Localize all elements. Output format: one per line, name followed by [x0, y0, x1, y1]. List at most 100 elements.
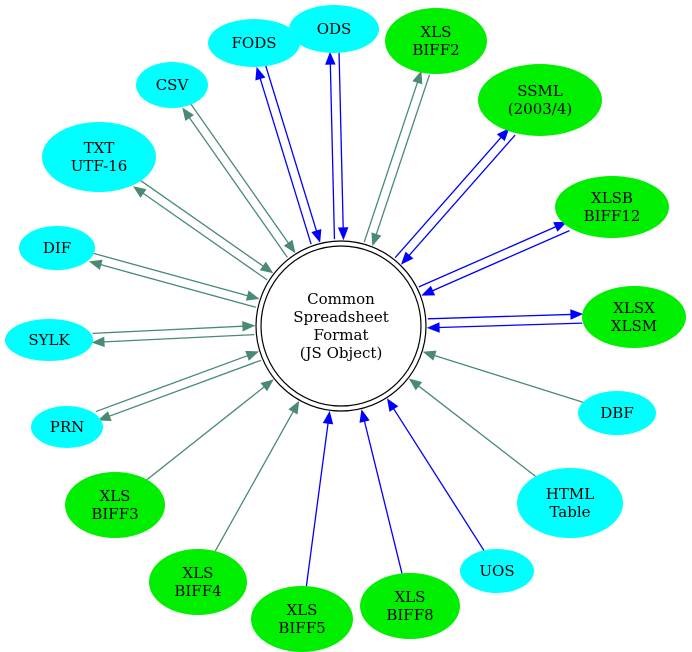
- edge-xls-biff3-to-center: [146, 379, 274, 481]
- edge-txt-utf16-to-center-line: [138, 179, 264, 267]
- edge-xls-biff5-to-center-arrowhead: [322, 410, 334, 425]
- node-prn-label-line: PRN: [50, 418, 85, 436]
- edge-xls-biff8-to-center-arrowhead: [359, 409, 370, 423]
- edge-uos-to-center-arrowhead: [387, 398, 399, 412]
- node-uos-label-line: UOS: [479, 562, 514, 580]
- node-ods-shape: [289, 5, 379, 53]
- node-sylk-shape: [5, 319, 93, 361]
- edge-center-to-ods: [325, 51, 336, 240]
- edge-dif-to-center-line: [92, 252, 248, 297]
- edge-center-to-xls-biff2-arrowhead: [412, 70, 423, 85]
- node-sylk: SYLK: [5, 319, 93, 361]
- edge-center-to-sylk-line: [103, 334, 255, 343]
- node-xls-biff4-shape: [149, 549, 247, 615]
- edge-xls-biff3-to-center-line: [146, 386, 265, 481]
- edge-xls-biff2-to-center: [371, 74, 431, 247]
- node-uos: UOS: [460, 549, 534, 593]
- node-ssml: SSML(2003/4): [478, 64, 602, 136]
- edge-ods-to-center-arrowhead: [337, 227, 349, 241]
- edge-center-to-dif-arrowhead: [88, 259, 103, 270]
- edge-center-to-ssml-arrowhead: [496, 128, 510, 142]
- edge-ods-to-center: [337, 52, 349, 241]
- edge-ssml-to-center: [400, 134, 516, 265]
- node-xls-biff3-label-line: XLS: [100, 487, 131, 505]
- edge-html-table-to-center: [408, 378, 536, 477]
- node-xlsx-shape: [582, 286, 686, 348]
- node-xlsx-label-line: XLSX: [613, 299, 655, 317]
- edge-xls-biff2-to-center-line: [375, 74, 431, 235]
- node-csv-shape: [136, 62, 208, 108]
- center-label-line: (JS Object): [300, 344, 383, 362]
- node-html-table-label-line: HTML: [546, 485, 594, 503]
- node-xlsb-label-line: XLSB: [591, 189, 633, 207]
- edge-center-to-txt-utf16: [132, 186, 268, 281]
- node-xls-biff4-label-line: BIFF4: [174, 582, 221, 600]
- node-xlsb-label-line: BIFF12: [584, 207, 641, 225]
- node-prn-shape: [31, 406, 103, 448]
- node-ods: ODS: [289, 5, 379, 53]
- edge-center-to-prn: [97, 359, 262, 421]
- node-dif-label-line: DIF: [43, 239, 71, 257]
- edge-center-to-xlsx-arrowhead: [570, 309, 584, 320]
- edge-xlsx-to-center-line: [439, 322, 583, 329]
- edge-center-to-xlsb: [418, 221, 568, 288]
- edge-xls-biff2-to-center-arrowhead: [371, 232, 382, 247]
- edge-xls-biff4-to-center-arrowhead: [288, 400, 300, 415]
- edge-center-to-txt-utf16-arrowhead: [132, 186, 147, 198]
- edge-center-to-fods-line: [259, 78, 312, 245]
- edge-csv-to-center-line: [189, 103, 289, 244]
- edge-center-to-prn-arrowhead: [97, 411, 112, 421]
- node-xlsx-label-line: XLSM: [611, 317, 657, 335]
- edge-prn-to-center: [95, 350, 260, 413]
- edge-center-to-dif: [88, 259, 257, 308]
- edge-center-to-xlsx-line: [427, 313, 571, 320]
- edge-xls-biff8-to-center: [359, 409, 403, 574]
- node-xls-biff5-label-line: XLS: [287, 601, 318, 619]
- node-xls-biff3-label-line: BIFF3: [91, 505, 138, 523]
- node-csv-label-line: CSV: [156, 76, 190, 94]
- edge-center-to-csv: [182, 107, 288, 258]
- node-fods-label-line: FODS: [231, 34, 276, 52]
- edge-dif-to-center: [92, 252, 260, 301]
- edge-sylk-to-center-line: [92, 325, 243, 335]
- edge-xlsx-to-center-arrowhead: [426, 322, 440, 333]
- edge-center-to-xls-biff2-line: [363, 82, 419, 243]
- edge-center-to-ssml-line: [394, 136, 502, 259]
- node-fods-shape: [208, 19, 300, 67]
- node-dbf-label-line: DBF: [600, 404, 633, 422]
- edge-center-to-xlsb-line: [418, 226, 557, 288]
- edge-xlsb-to-center: [421, 229, 570, 296]
- node-fods: FODS: [208, 19, 300, 67]
- edge-fods-to-center-line: [264, 65, 318, 232]
- edge-center-to-sylk-arrowhead: [91, 336, 105, 348]
- edge-center-to-fods: [255, 66, 312, 245]
- edge-uos-to-center-line: [393, 408, 485, 551]
- node-ssml-label-line: SSML: [517, 82, 563, 100]
- node-dbf: DBF: [578, 391, 656, 435]
- edge-xls-biff8-to-center-line: [363, 420, 403, 574]
- edge-ssml-to-center-arrowhead: [400, 251, 414, 265]
- node-xlsb-shape: [555, 176, 669, 238]
- edge-xls-biff4-to-center-line: [214, 411, 294, 552]
- edge-center-to-txt-utf16-line: [142, 192, 268, 281]
- edge-html-table-to-center-line: [418, 385, 536, 477]
- node-prn: PRN: [31, 406, 103, 448]
- node-ssml-shape: [478, 64, 602, 136]
- edge-xlsx-to-center: [426, 322, 583, 333]
- node-xls-biff8-shape: [360, 573, 460, 639]
- edge-dbf-to-center: [422, 350, 584, 403]
- edges-layer: [88, 51, 584, 587]
- node-txt-utf16-label-line: UTF-16: [71, 157, 128, 175]
- node-dif-shape: [19, 226, 95, 270]
- center-inner-ring: [260, 245, 422, 407]
- node-xls-biff3-shape: [65, 472, 165, 538]
- node-xls-biff8-label-line: XLS: [395, 588, 426, 606]
- node-xls-biff4-label-line: XLS: [183, 564, 214, 582]
- edge-center-to-csv-arrowhead: [182, 107, 194, 122]
